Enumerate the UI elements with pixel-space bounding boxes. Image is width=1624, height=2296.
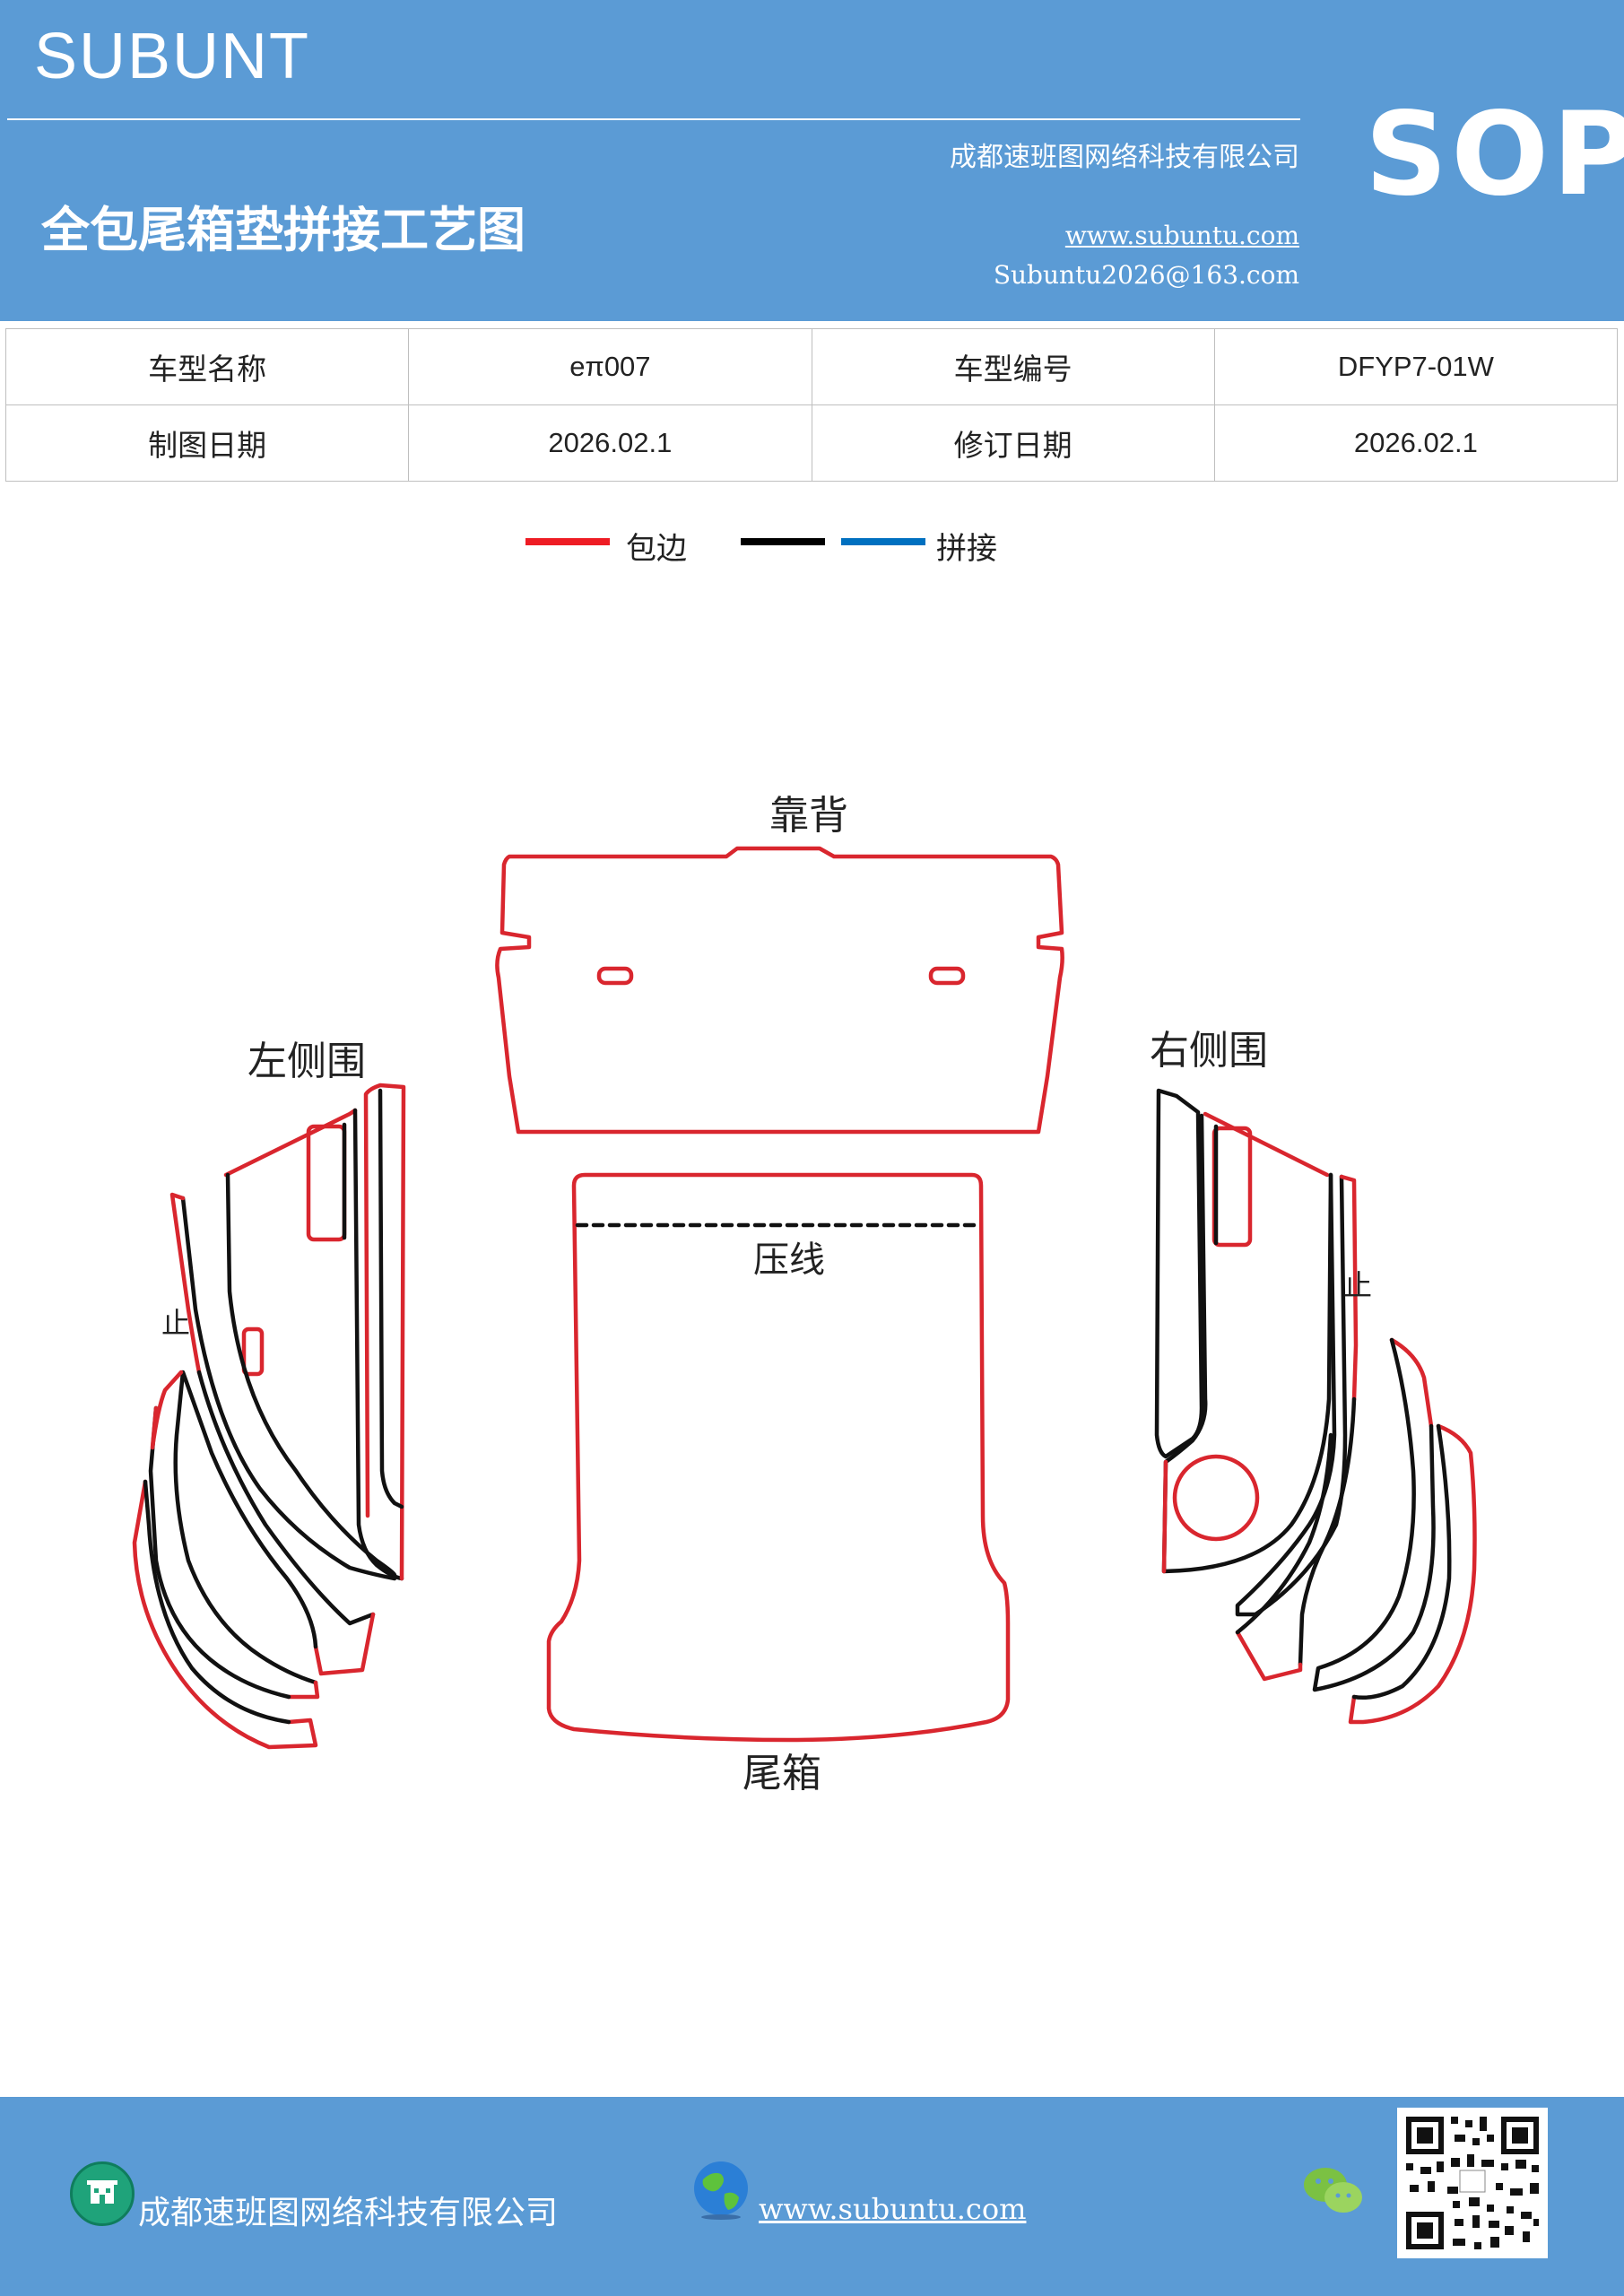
left-side-seam-lower-2 bbox=[173, 1370, 318, 1685]
footer-website-link[interactable]: www.subuntu.com bbox=[759, 2192, 1027, 2226]
wechat-icon bbox=[1304, 2168, 1362, 2213]
legend-swatch-edge bbox=[525, 538, 610, 545]
right-side-seam-5 bbox=[1312, 1337, 1436, 1692]
right-side-edge-top bbox=[1203, 1111, 1330, 1178]
document-title: 全包尾箱垫拼接工艺图 bbox=[41, 202, 525, 258]
model-name-label: 车型名称 bbox=[4, 328, 410, 405]
model-code-value: DFYP7-01W bbox=[1213, 328, 1619, 405]
header-company-name: 成都速班图网络科技有限公司 bbox=[950, 142, 1299, 173]
left-side-seam-main bbox=[180, 1172, 397, 1581]
vehicle-info-table: 车型名称 eπ007 车型编号 DFYP7-01W 制图日期 2026.02.1… bbox=[4, 328, 1619, 482]
backrest-slot-left bbox=[596, 966, 634, 986]
legend-swatch-seam bbox=[741, 538, 825, 545]
globe-icon bbox=[694, 2161, 748, 2220]
left-side-seam-lower-4 bbox=[143, 1479, 291, 1725]
left-side-window-1 bbox=[306, 1124, 347, 1242]
right-side-edge-lower bbox=[1389, 1337, 1434, 1429]
header-website-link[interactable]: www.subuntu.com bbox=[1064, 221, 1299, 250]
trunk-label: 尾箱 bbox=[743, 1751, 821, 1796]
sop-badge: SOP bbox=[1365, 88, 1624, 222]
right-side-seam-6 bbox=[1351, 1423, 1452, 1700]
header-banner: SUBUNT 成都速班图网络科技有限公司 全包尾箱垫拼接工艺图 www.subu… bbox=[0, 0, 1624, 321]
qr-code-icon bbox=[1397, 2108, 1548, 2258]
revision-date-value: 2026.02.1 bbox=[1213, 404, 1619, 482]
brand-name: SUBUNT bbox=[34, 21, 311, 92]
right-side-edge-left bbox=[1161, 1459, 1168, 1574]
left-side-edge-outer bbox=[169, 1192, 202, 1375]
backrest-slot-right bbox=[928, 966, 966, 986]
left-side-edge-bottom-2 bbox=[286, 1680, 320, 1700]
right-side-seam-1 bbox=[1161, 1113, 1333, 1574]
backrest-panel-outline bbox=[495, 846, 1064, 1135]
left-side-label: 左侧围 bbox=[248, 1039, 366, 1084]
drawing-date-value: 2026.02.1 bbox=[408, 404, 812, 482]
building-icon bbox=[70, 2161, 135, 2226]
drawing-date-label: 制图日期 bbox=[4, 404, 410, 482]
revision-date-label: 修订日期 bbox=[811, 404, 1215, 482]
right-side-window bbox=[1211, 1126, 1253, 1248]
left-side-edge-bottom-1 bbox=[313, 1612, 376, 1676]
legend-label-edge: 包边 bbox=[626, 531, 687, 567]
right-side-seam-outer bbox=[1154, 1088, 1204, 1459]
left-side-edge-top bbox=[223, 1108, 358, 1178]
press-line-label: 压线 bbox=[753, 1239, 825, 1281]
left-stop-label: 止 bbox=[161, 1306, 190, 1340]
legend: 包边 拼接 bbox=[0, 520, 1624, 574]
table-row: 车型名称 eπ007 车型编号 DFYP7-01W bbox=[4, 328, 1619, 405]
model-code-label: 车型编号 bbox=[811, 328, 1215, 405]
left-side-seam-1 bbox=[352, 1108, 404, 1581]
right-stop-label: 止 bbox=[1343, 1268, 1372, 1302]
header-divider bbox=[7, 118, 1300, 120]
left-side-edge-outer-low bbox=[132, 1370, 318, 1750]
right-side-edge-lower-2 bbox=[1348, 1423, 1477, 1725]
left-side-seam-2 bbox=[378, 1088, 404, 1509]
right-side-label: 右侧围 bbox=[1150, 1028, 1268, 1074]
left-side-seam-lower-3 bbox=[148, 1405, 291, 1700]
table-row: 制图日期 2026.02.1 修订日期 2026.02.1 bbox=[4, 404, 1619, 482]
right-side-edge-right bbox=[1339, 1174, 1359, 1402]
backrest-label: 靠背 bbox=[769, 793, 848, 839]
right-side-circle-cutout bbox=[1172, 1454, 1260, 1542]
left-side-seam-lower-1 bbox=[196, 1370, 376, 1626]
trunk-mat-diagram: 靠背 左侧围 右侧围 压线 尾箱 止 止 bbox=[132, 793, 1477, 1796]
left-side-edge-right bbox=[363, 1083, 406, 1581]
right-side-seam-3 bbox=[1298, 1396, 1357, 1667]
footer-company-name: 成都速班图网络科技有限公司 bbox=[138, 2195, 559, 2231]
footer-banner: 成都速班图网络科技有限公司 www.subuntu.com bbox=[0, 2097, 1624, 2296]
model-name-value: eπ007 bbox=[408, 328, 812, 405]
right-side-edge-bottom-1 bbox=[1235, 1630, 1303, 1682]
legend-swatch-splice bbox=[841, 538, 925, 545]
header-email: Subuntu2026@163.com bbox=[993, 260, 1299, 290]
legend-label-splice: 拼接 bbox=[936, 531, 997, 567]
left-side-slot bbox=[241, 1326, 265, 1377]
right-side-seam-4 bbox=[1235, 1432, 1333, 1635]
trunk-floor-outline bbox=[546, 1172, 1011, 1743]
